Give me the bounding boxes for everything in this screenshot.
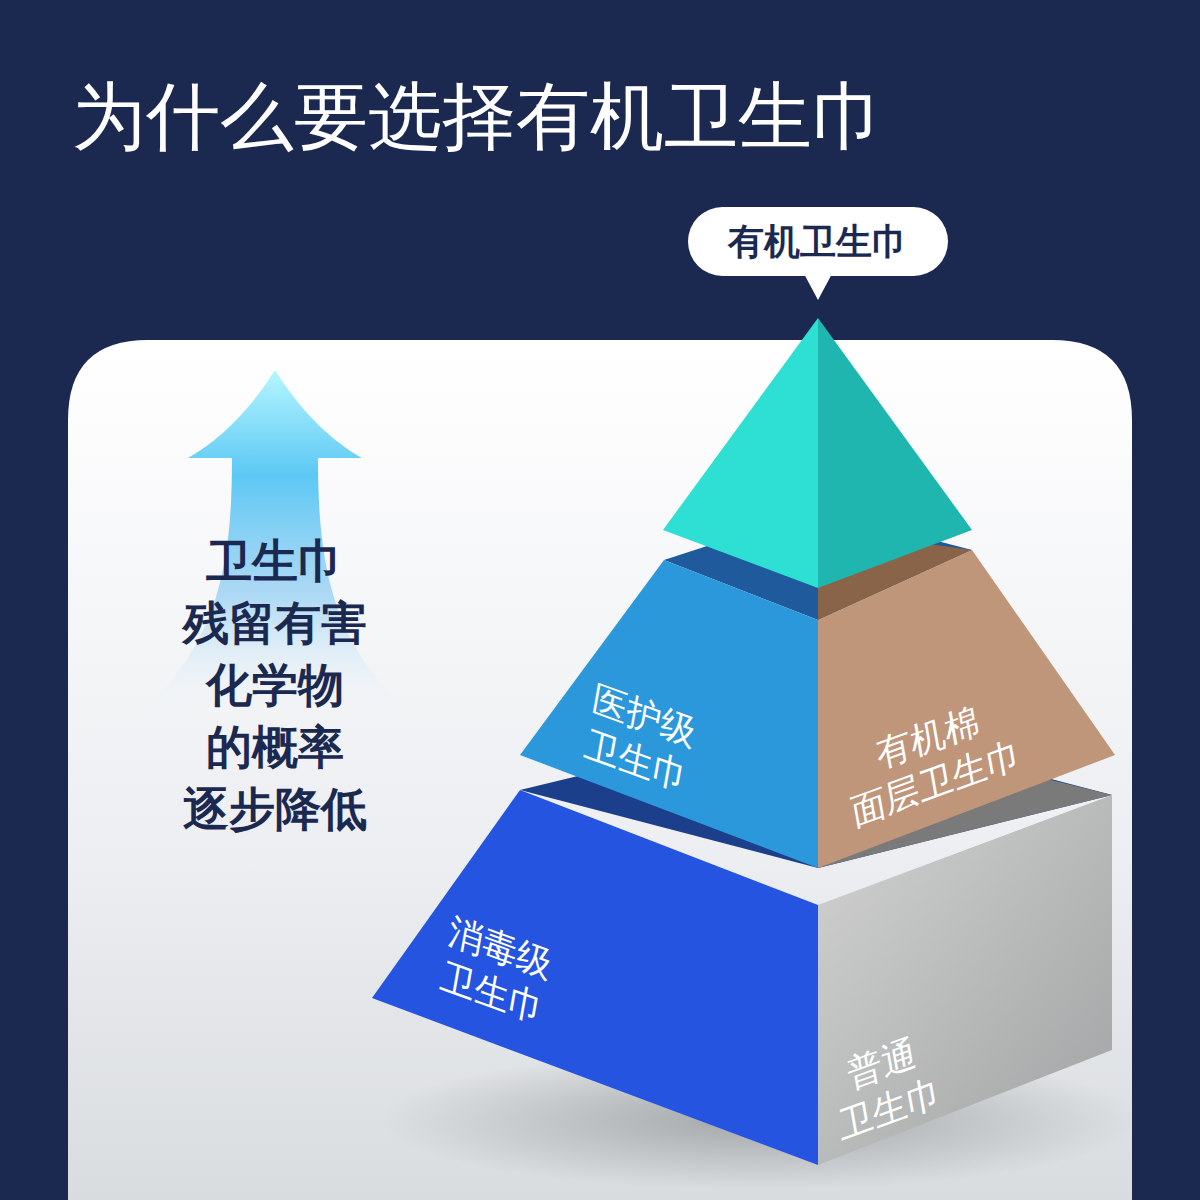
white-panel: [68, 340, 1132, 1200]
pyramid-face: [663, 318, 818, 588]
page-title: 为什么要选择有机卫生巾: [72, 68, 886, 168]
pyramid-face: [520, 560, 818, 868]
pyramid-face: [818, 318, 972, 588]
note-text: 卫生巾 残留有害 化学物 的概率 逐步降低: [145, 530, 405, 840]
pyramid-face: [372, 790, 818, 1165]
arrow-note: 卫生巾 残留有害 化学物 的概率 逐步降低: [145, 530, 405, 840]
node-text: 有机卫生巾: [728, 219, 908, 264]
pyramid-face: [818, 550, 1115, 868]
title-text: 为什么要选择有机卫生巾: [72, 68, 886, 168]
callout-bubble: 有机卫生巾: [688, 207, 948, 276]
